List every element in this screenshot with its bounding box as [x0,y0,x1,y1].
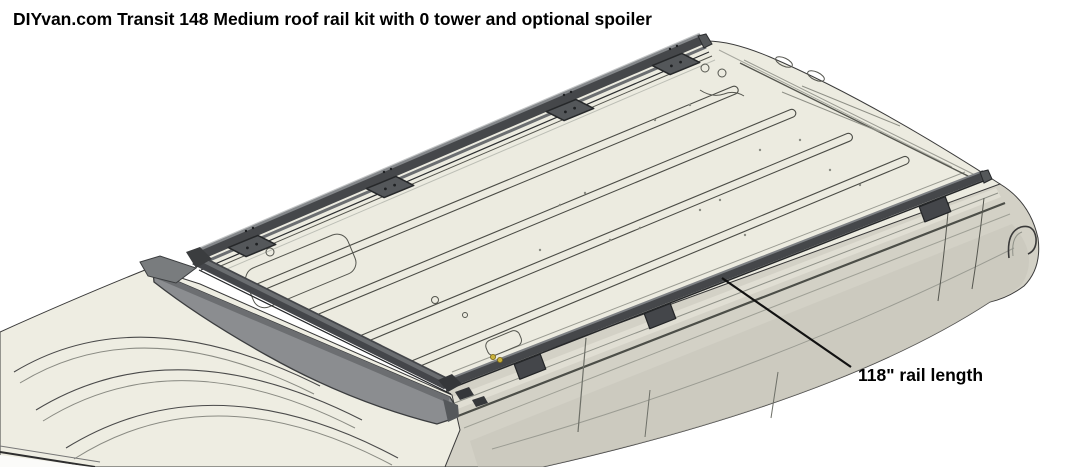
leader-line [721,277,852,368]
cab-roof-rib [35,369,363,421]
cross-rail-bottom-edge [198,269,452,395]
cross-rail-corner-cap [438,374,462,392]
cab-roof-rib [42,380,356,429]
roof-hole-detail [431,296,439,304]
side-panel-upper-face [450,188,1001,410]
rear-corner-recess [1007,225,1037,259]
far-rail-body [191,33,705,263]
spoiler-top-shadow [153,271,450,403]
windshield-area [0,455,92,467]
mounting-bracket [545,98,595,122]
side-vertical-seam [644,389,651,438]
roof-hole-detail [462,312,468,318]
fastener-bolts [489,353,503,363]
near-rail-top-highlight [445,170,984,381]
roof-hole-detail [717,68,727,78]
diagram-title: DIYvan.com Transit 148 Medium roof rail … [13,9,652,29]
van-body [0,40,1040,467]
van-side-panel [436,177,1040,467]
spoiler-end-cap-right [443,399,459,422]
spot-weld-dots [538,103,862,252]
rear-hinge-detail [807,70,825,82]
windshield-header-line [0,445,101,463]
roof-hole-detail [700,63,710,73]
cab-roof-rib [73,415,393,466]
near-roof-rail [445,169,993,407]
rear-cap-rib [801,85,901,127]
far-rail-top-highlight [191,33,701,255]
roof-hole-detail [265,247,275,257]
far-rail-shadow-line [200,51,710,271]
far-rail-brackets [227,52,701,258]
cross-rail-top-face [193,254,447,383]
near-rail-end-cap [979,169,993,184]
wind-spoiler [139,255,459,425]
windshield-edge [0,451,96,467]
cab-roof [0,267,461,467]
far-rail-lower-flange [197,45,707,267]
rail-length-label: 118" rail length [858,365,983,385]
front-cross-rail [186,247,462,395]
side-panel-lower-shade [470,224,1030,467]
far-roof-rail [191,32,713,271]
cross-rail-body [192,253,450,390]
roof-wiring-detail [699,89,745,97]
mounting-bracket [651,52,701,76]
side-lower-crease [491,247,1015,450]
near-rail-body [445,170,986,389]
bracket-bolt-holes [244,44,682,250]
rail-length-annotation: 118" rail length [721,277,983,385]
side-vertical-seam [577,337,587,433]
rail-front-foot [472,396,488,407]
roof-plate-detail [485,330,522,357]
rear-cap-rib [781,91,881,133]
cab-roof-rib [19,347,315,395]
side-vertical-seam [770,371,779,419]
mounting-bracket [227,234,277,258]
far-rail-end-cap [697,33,713,49]
rear-pillar-seam [971,197,985,290]
rail-front-foot [455,387,474,400]
bolt-accent [496,356,503,363]
side-seam-line [463,213,1011,429]
near-gutter-line [451,171,966,373]
mounting-bracket [365,175,415,199]
cab-roof-rib [13,336,321,387]
roof-gutter-line [215,55,713,269]
roof-rail-kit [139,32,993,425]
near-rail-bottom-edge [448,179,987,390]
near-rail-brackets [513,196,952,380]
rear-roof-seam-light [718,49,953,168]
rear-corner-recess-highlight [1012,231,1023,257]
side-rub-rail-line [457,201,1006,418]
rear-roof-seam [739,62,973,179]
spoiler-end-cap-left [139,255,198,284]
cross-rail-corner-cap [186,247,212,268]
cab-roof-rib [65,404,399,459]
rear-roof-seam-highlight [743,59,976,176]
bolt-accent [489,353,496,360]
roof-gutter-highlight [219,59,716,273]
rear-hinge-detail [775,56,793,68]
roof-surface [194,40,1002,387]
